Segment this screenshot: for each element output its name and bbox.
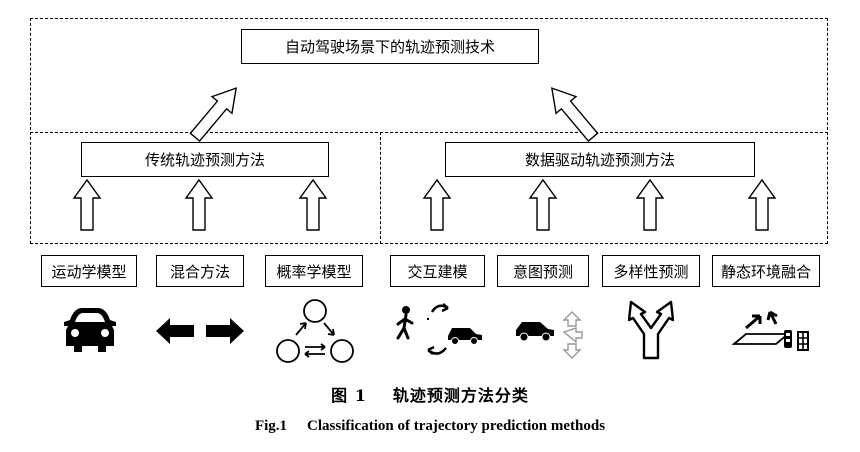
item-static-environment-fusion: 静态环境融合 [712,255,820,287]
caption-english: Fig.1 Classification of trajectory predic… [0,418,860,435]
item-kinematic-model: 运动学模型 [41,255,137,287]
divider-dashed-line [30,132,828,133]
caption-chinese-text: 轨迹预测方法分类 [392,386,529,405]
left-right-arrows-icon [156,318,244,344]
item-interaction-modeling: 交互建模 [390,255,485,287]
up-arrow-3 [299,179,327,231]
diverging-arrows-icon [628,300,674,360]
up-arrow-2 [185,179,213,231]
car-intention-icon [516,311,583,359]
diagonal-arrow-right [550,87,599,143]
diagonal-arrow-left [189,87,238,143]
environment-fusion-icon [731,310,809,351]
caption-english-text: Classification of trajectory prediction … [307,418,606,434]
pedestrian-car-interaction-icon [396,303,482,355]
item-diversity-prediction: 多样性预测 [602,255,700,287]
state-cycle-icon [276,299,354,363]
up-arrow-5 [529,179,557,231]
up-arrow-6 [636,179,664,231]
outer-dashed-frame [30,18,828,244]
vertical-dashed-divider [380,132,381,244]
left-group-title: 传统轨迹预测方法 [81,142,329,177]
up-arrow-4 [423,179,451,231]
caption-english-label: Fig.1 [254,418,288,434]
car-front-icon [64,308,116,352]
item-hybrid-method: 混合方法 [156,255,244,287]
caption-chinese: 图 1 轨迹预测方法分类 [0,382,860,406]
up-arrow-1 [73,179,101,231]
item-intention-prediction: 意图预测 [497,255,589,287]
right-group-title: 数据驱动轨迹预测方法 [445,142,755,177]
caption-chinese-label: 图 1 [331,386,367,405]
up-arrow-7 [748,179,776,231]
top-box: 自动驾驶场景下的轨迹预测技术 [241,29,539,64]
item-probabilistic-model: 概率学模型 [265,255,363,287]
